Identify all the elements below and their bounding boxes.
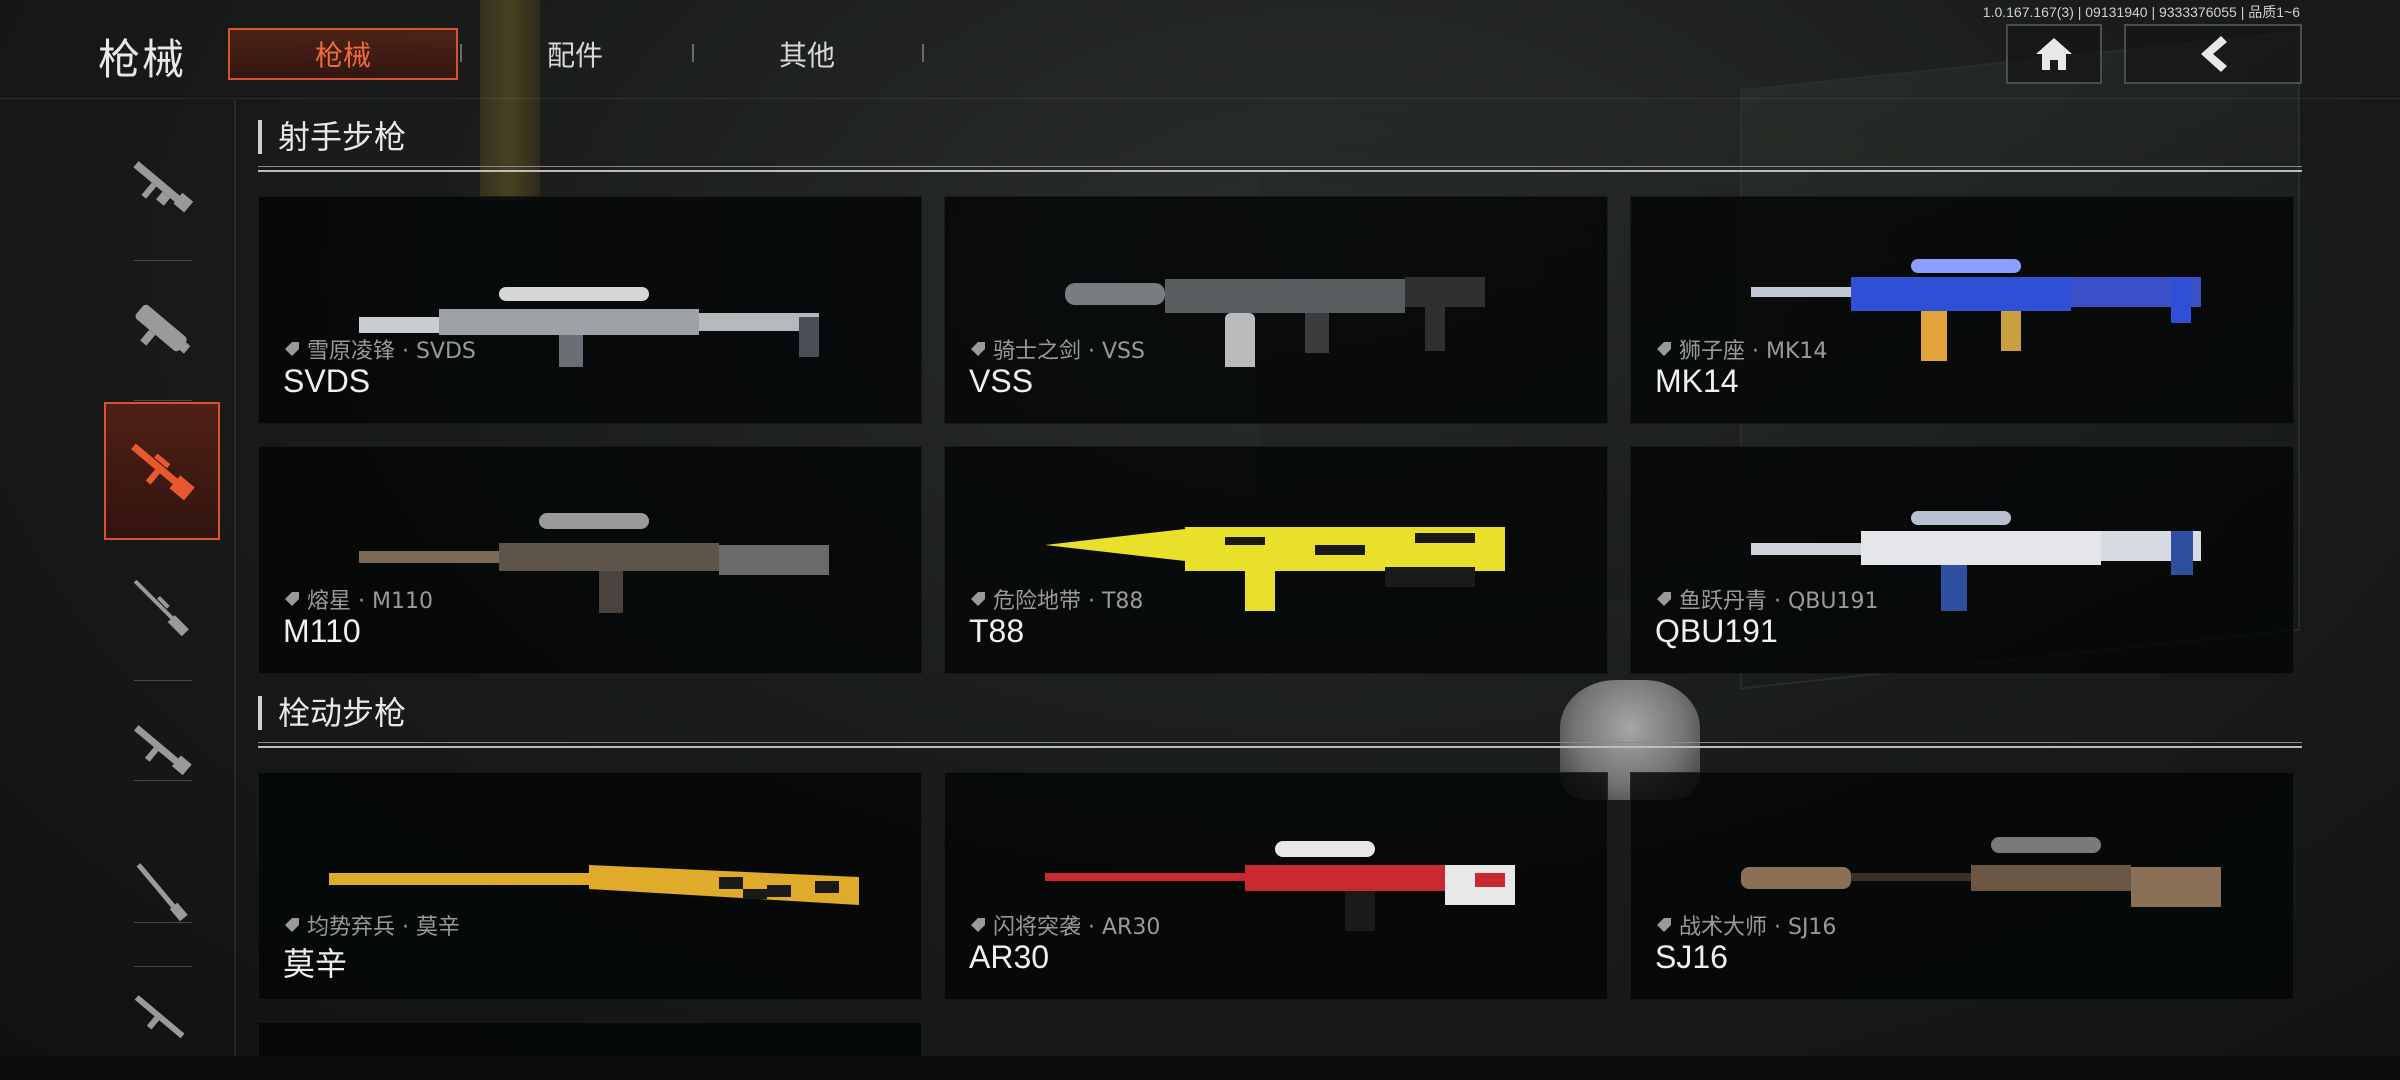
weapon-name: M110 [283,613,361,649]
tag-icon [971,342,985,356]
home-button[interactable] [2006,24,2102,84]
bottom-bar [0,1056,2400,1080]
sidebar-item-rifle[interactable] [104,692,220,808]
sidebar-divider [134,260,192,261]
weapon-name: VSS [969,363,1034,399]
sidebar-item-sniper-rifle[interactable] [104,550,220,666]
ar30-gun-image [1045,841,1515,931]
sidebar-divider [134,922,192,923]
tab-guns[interactable]: 枪械 [228,28,458,80]
tag-icon [285,592,299,606]
sidebar-item-assault-rifle[interactable] [104,128,220,244]
weapon-card-m110[interactable]: 熔星 · M110 M110 [258,446,922,674]
weapon-card-sj16[interactable]: 战术大师 · SJ16 SJ16 [1630,772,2294,1000]
weapon-name: QBU191 [1655,613,1778,649]
section-title-bolt-action: 栓动步枪 [258,696,406,730]
tag-icon [285,918,299,932]
section-divider [258,742,2302,748]
weapon-card-vss[interactable]: 骑士之剑 · VSS VSS [944,196,1608,424]
weapon-card-qbu191[interactable]: 鱼跃丹青 · QBU191 QBU191 [1630,446,2294,674]
tab-divider [692,44,694,62]
weapon-card-partial[interactable] [258,1022,922,1062]
svds-gun-image [359,287,819,367]
skin-name: 危险地带 · T88 [993,589,1144,614]
category-sidebar [0,100,236,1060]
weapon-name: AR30 [969,939,1050,975]
sniper-rifle-icon [133,579,189,637]
back-button[interactable] [2124,24,2302,84]
section-divider [258,166,2302,172]
skin-name: 骑士之剑 · VSS [993,339,1145,364]
shotgun-icon [136,863,188,922]
mk14-gun-image [1751,259,2201,361]
tag-icon [971,592,985,606]
tag-icon [285,342,299,356]
home-icon [2036,38,2072,70]
sidebar-divider [134,966,192,967]
skin-label: 雪原凌锋 · SVDS [283,333,476,365]
sidebar-divider [134,780,192,781]
skin-name: 战术大师 · SJ16 [1679,915,1837,940]
skin-label: 骑士之剑 · VSS [969,333,1145,365]
tag-icon [1657,342,1671,356]
assault-rifle-icon [133,161,194,213]
skin-label: 战术大师 · SJ16 [1655,909,1836,941]
sj16-gun-image [1741,837,2221,907]
skin-label: 均势弃兵 · 莫辛 [283,909,460,941]
rifle-icon [134,725,192,776]
weapon-name: SJ16 [1655,939,1728,975]
skin-label: 危险地带 · T88 [969,583,1143,615]
tab-divider [460,44,462,62]
skin-name: 熔星 · M110 [307,589,433,614]
weapon-name: SVDS [283,363,371,399]
tab-divider [922,44,924,62]
sidebar-item-smg[interactable] [104,272,220,388]
version-info: 1.0.167.167(3) | 09131940 | 9333376055 |… [1982,4,2300,20]
sidebar-divider [134,680,192,681]
qbu191-gun-image [1751,511,2201,611]
weapon-card-t88[interactable]: 危险地带 · T88 T88 [944,446,1608,674]
skin-label: 闪将突袭 · AR30 [969,909,1160,941]
weapon-name: T88 [969,613,1025,649]
top-bar: 枪械 枪械 配件 其他 1.0.167.167(3) | 09131940 | … [0,0,2400,100]
sidebar-item-shotgun[interactable] [104,834,220,950]
section-title-marksman: 射手步枪 [258,120,406,154]
skin-name: 狮子座 · MK14 [1679,339,1828,364]
weapon-name: MK14 [1655,363,1739,399]
sidebar-item-pistol-rifle[interactable] [104,980,220,1060]
m110-gun-image [359,513,829,613]
tag-icon [971,918,985,932]
weapon-card-ar30[interactable]: 闪将突袭 · AR30 AR30 [944,772,1608,1000]
sidebar-divider [134,400,192,401]
smg-icon [135,304,191,354]
sidebar-item-marksman-rifle[interactable] [104,402,220,540]
weapon-name: 莫辛 [283,946,348,982]
skin-name: 闪将突袭 · AR30 [993,915,1161,940]
chevron-left-icon [2201,36,2227,72]
skin-label: 狮子座 · MK14 [1655,333,1827,365]
weapon-card-mk14[interactable]: 狮子座 · MK14 MK14 [1630,196,2294,424]
weapon-card-svds[interactable]: 雪原凌锋 · SVDS SVDS [258,196,922,424]
skin-label: 熔星 · M110 [283,583,433,615]
weapon-card-mosin[interactable]: 均势弃兵 · 莫辛 莫辛 [258,772,922,1000]
page-title: 枪械 [98,35,187,84]
skin-label: 鱼跃丹青 · QBU191 [1655,583,1878,615]
tag-icon [1657,918,1671,932]
tab-other[interactable]: 其他 [778,39,835,72]
mosin-gun-image [329,865,859,905]
top-divider [0,98,2400,99]
skin-name: 均势弃兵 · 莫辛 [307,915,460,940]
skin-name: 鱼跃丹青 · QBU191 [1679,589,1879,614]
tag-icon [1657,592,1671,606]
tab-attachments[interactable]: 配件 [546,39,603,72]
t88-gun-image [1045,527,1505,611]
vss-gun-image [1065,277,1485,367]
skin-name: 雪原凌锋 · SVDS [307,339,476,364]
marksman-rifle-icon [131,443,195,501]
pistol-rifle-icon [134,995,185,1039]
